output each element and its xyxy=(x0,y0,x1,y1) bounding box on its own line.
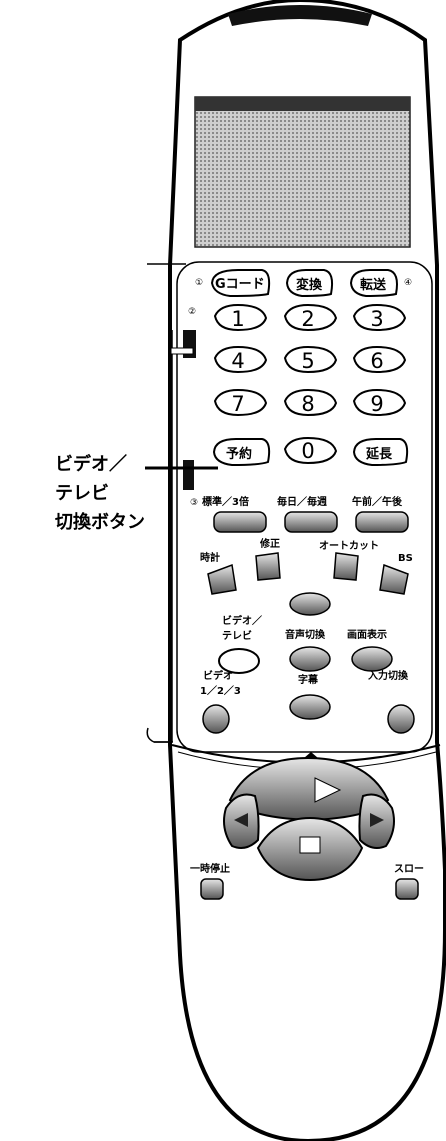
video-tv-label-line1: ビデオ／ xyxy=(222,614,262,627)
shusei-button[interactable] xyxy=(255,552,281,581)
key-2-label: 2 xyxy=(301,307,314,331)
circle-3-mark: ③ xyxy=(190,498,198,508)
button-panel xyxy=(176,261,433,753)
onsei-top-button[interactable] xyxy=(289,592,331,616)
key-4-label: 4 xyxy=(231,349,244,373)
bs-button[interactable] xyxy=(379,563,409,595)
circle-2-mark: ② xyxy=(188,307,196,317)
jimaku-button[interactable] xyxy=(289,694,331,720)
key-7[interactable] xyxy=(213,388,268,417)
key-4[interactable] xyxy=(213,345,268,374)
enchou-button[interactable] xyxy=(352,438,409,467)
play-icon xyxy=(314,777,342,803)
henkan-label: 変換 xyxy=(296,277,323,293)
auto-cut-button[interactable] xyxy=(333,552,359,581)
mode-label-hyojun: 標準／3倍 xyxy=(202,495,249,508)
key-3-label: 3 xyxy=(370,307,383,331)
lcd-display-top-band xyxy=(195,97,410,111)
ichiji-label: 一時停止 xyxy=(190,862,230,875)
onsei-button[interactable] xyxy=(289,646,331,672)
key-8-label: 8 xyxy=(301,392,314,416)
side-slider-top-notch xyxy=(170,347,194,355)
bs-label: BS xyxy=(398,553,413,564)
callout-line-3: 切換ボタン xyxy=(55,512,145,533)
yoyaku-label: 予約 xyxy=(226,446,252,462)
rewind-icon xyxy=(234,813,248,827)
pause-button[interactable] xyxy=(200,878,224,900)
tensou-button[interactable] xyxy=(349,269,398,298)
key-5-label: 5 xyxy=(301,349,314,373)
gozen-button[interactable] xyxy=(355,511,409,533)
nyuryoku-button[interactable] xyxy=(387,704,415,734)
play-button[interactable] xyxy=(228,756,390,822)
lcd-display xyxy=(194,96,411,248)
yoyaku-button[interactable] xyxy=(212,438,271,467)
key-9[interactable] xyxy=(352,388,407,417)
key-1[interactable] xyxy=(213,303,268,332)
nyuryoku-label: 入力切換 xyxy=(368,669,409,682)
stop-icon xyxy=(299,836,321,854)
key-6[interactable] xyxy=(352,345,407,374)
slow-button[interactable] xyxy=(395,878,419,900)
shusei-label: 修正 xyxy=(259,537,280,550)
video-tv-switch-button[interactable] xyxy=(218,648,260,674)
callout-line-2: テレビ xyxy=(55,483,109,504)
key-9-label: 9 xyxy=(370,392,383,416)
tokei-label: 時計 xyxy=(200,551,220,564)
key-3[interactable] xyxy=(352,303,407,332)
auto-cut-label: オートカット xyxy=(319,540,379,552)
video-tv-label-line2: テレビ xyxy=(222,629,252,642)
number-keypad xyxy=(213,303,407,465)
video123-label-line1: ビデオ xyxy=(203,669,233,682)
mode-label-gozen: 午前／午後 xyxy=(352,495,403,508)
key-6-label: 6 xyxy=(370,349,383,373)
ff-icon xyxy=(370,813,384,827)
circle-1-mark: ① xyxy=(195,278,203,288)
gamen-label: 画面表示 xyxy=(347,628,387,641)
side-hook xyxy=(146,727,172,743)
key-0-label: 0 xyxy=(301,439,314,463)
mainichi-button[interactable] xyxy=(284,511,338,533)
gcode-button[interactable] xyxy=(210,269,271,298)
number-key-labels: 1 2 3 4 5 6 7 8 9 0 xyxy=(231,307,383,463)
video123-label-line2: 1／2／3 xyxy=(200,684,241,697)
mode-label-mainichi: 毎日／毎週 xyxy=(277,495,327,508)
video123-button[interactable] xyxy=(202,704,230,734)
side-slider-bottom xyxy=(183,460,194,490)
key-1-label: 1 xyxy=(231,307,244,331)
circle-4-mark: ④ xyxy=(404,278,412,288)
slow-label: スロー xyxy=(394,863,424,875)
tokei-button[interactable] xyxy=(207,563,237,595)
hyojun-button[interactable] xyxy=(213,511,267,533)
remote-top-cap xyxy=(228,5,372,26)
key-7-label: 7 xyxy=(231,392,244,416)
tensou-label: 転送 xyxy=(360,277,387,293)
callout-line-1: ビデオ／ xyxy=(55,454,127,475)
henkan-button[interactable] xyxy=(285,269,334,298)
gcode-label: Gコード xyxy=(215,277,265,292)
key-5[interactable] xyxy=(283,345,338,374)
onsei-label: 音声切換 xyxy=(285,628,326,641)
key-0[interactable] xyxy=(283,436,338,465)
gamen-button[interactable] xyxy=(351,646,393,672)
key-2[interactable] xyxy=(283,303,338,332)
key-8[interactable] xyxy=(283,388,338,417)
enchou-label: 延長 xyxy=(365,446,393,462)
jimaku-label: 字幕 xyxy=(298,673,319,686)
